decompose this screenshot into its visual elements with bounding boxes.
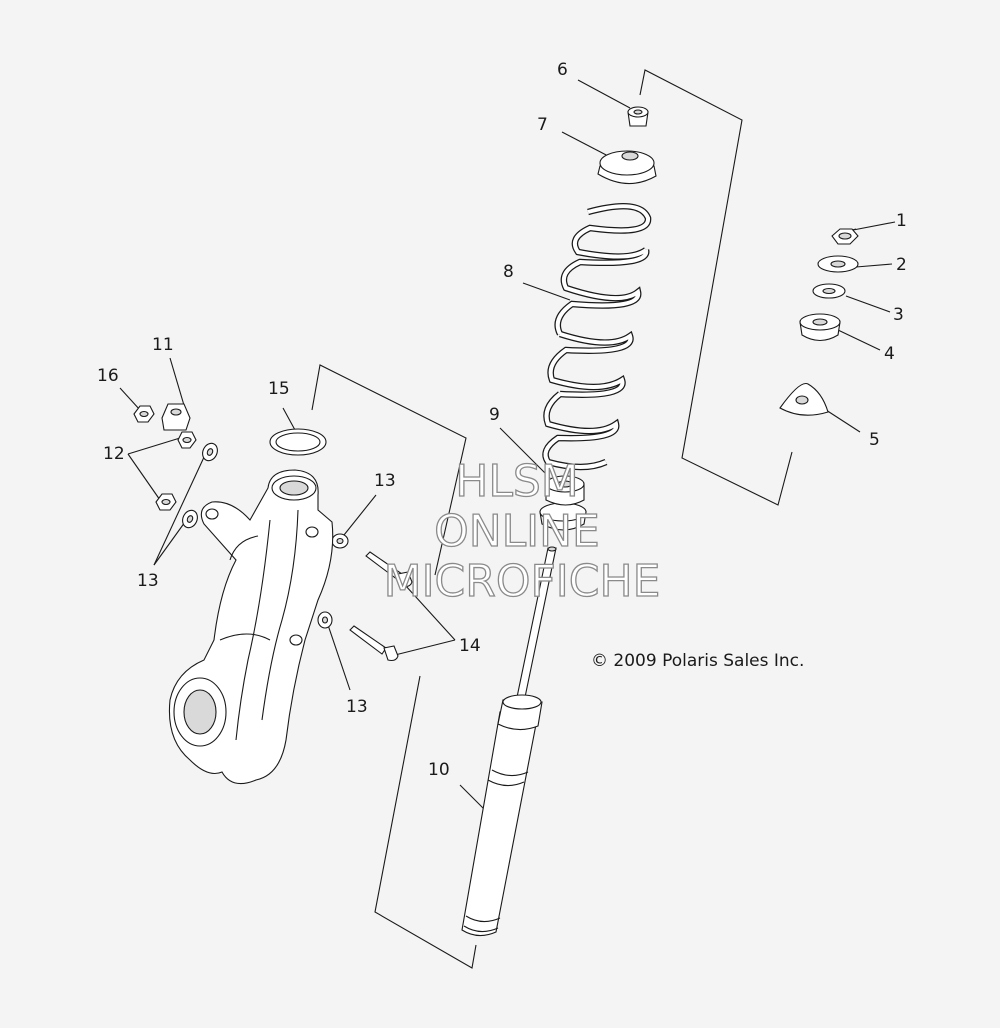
steering-knuckle bbox=[168, 469, 334, 785]
callout-4: 4 bbox=[884, 344, 895, 364]
bushing-4 bbox=[799, 313, 841, 342]
washer-13d bbox=[317, 611, 333, 629]
nut-12b bbox=[155, 493, 177, 511]
bracket-upper-right bbox=[639, 69, 793, 506]
callout-12: 12 bbox=[103, 444, 125, 464]
washer-13b bbox=[182, 509, 198, 529]
watermark: HLSM ONLINE MICROFICHE bbox=[383, 455, 661, 607]
washer-3 bbox=[812, 283, 846, 299]
watermark-line-1: HLSM bbox=[455, 456, 579, 507]
callout-8: 8 bbox=[503, 262, 514, 282]
cap-5 bbox=[779, 382, 829, 416]
callout-3: 3 bbox=[893, 305, 904, 325]
callout-9: 9 bbox=[489, 405, 500, 425]
callout-labels: 1 2 3 4 5 6 7 8 9 10 11 12 13 13 13 14 1… bbox=[97, 60, 907, 780]
watermark-line-3: MICROFICHE bbox=[384, 556, 661, 607]
callout-13-lower: 13 bbox=[346, 697, 368, 717]
callout-7: 7 bbox=[537, 115, 548, 135]
callout-13-upper: 13 bbox=[374, 471, 396, 491]
washer-13c bbox=[331, 533, 349, 549]
washer-13a bbox=[202, 442, 218, 462]
callout-6: 6 bbox=[557, 60, 568, 80]
leader-lines bbox=[119, 79, 896, 811]
bracket-lower bbox=[374, 675, 477, 969]
copyright-text: © 2009 Polaris Sales Inc. bbox=[591, 651, 804, 671]
nut-6 bbox=[627, 106, 649, 127]
bracket-lines bbox=[311, 69, 793, 969]
callout-5: 5 bbox=[869, 430, 880, 450]
coil-spring-8 bbox=[542, 203, 652, 471]
shock-absorber-10 bbox=[461, 546, 557, 937]
callout-15: 15 bbox=[268, 379, 290, 399]
clip-11 bbox=[161, 403, 191, 431]
bolt-14a bbox=[365, 551, 413, 588]
callout-16: 16 bbox=[97, 366, 119, 386]
nut-16 bbox=[133, 405, 155, 423]
spring-seat-9 bbox=[539, 475, 587, 531]
spring-cap-7 bbox=[597, 150, 657, 185]
callout-14: 14 bbox=[459, 636, 481, 656]
callout-10: 10 bbox=[428, 760, 450, 780]
callout-2: 2 bbox=[896, 255, 907, 275]
callout-13-left: 13 bbox=[137, 571, 159, 591]
bracket-mid bbox=[311, 364, 467, 576]
watermark-line-2: ONLINE bbox=[434, 506, 600, 557]
callout-1: 1 bbox=[896, 211, 907, 231]
washer-2 bbox=[817, 255, 859, 273]
callout-11: 11 bbox=[152, 335, 174, 355]
nut-1 bbox=[831, 228, 859, 245]
oring-15 bbox=[269, 428, 327, 456]
bolt-14b bbox=[349, 625, 399, 662]
nut-12a bbox=[177, 431, 197, 449]
